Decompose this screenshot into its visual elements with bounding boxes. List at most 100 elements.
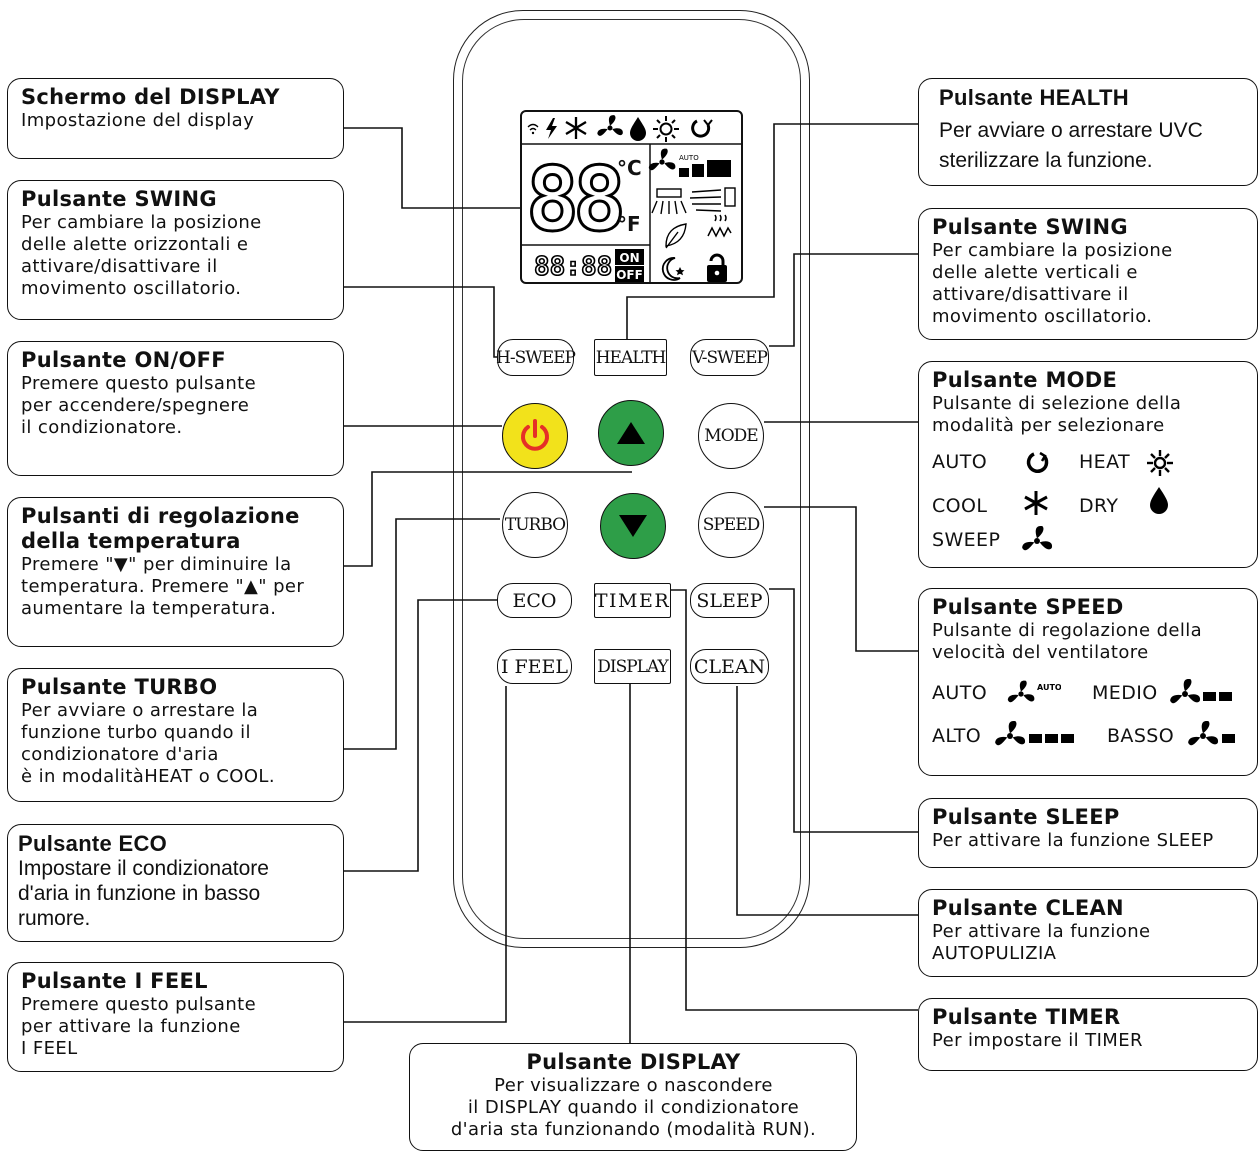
- moon-star-icon: [661, 257, 685, 281]
- callout-text: Per avviare o arrestare la funzione turb…: [21, 700, 275, 787]
- turbo-button[interactable]: TURBO: [502, 492, 568, 558]
- timer-button[interactable]: TIMER: [594, 583, 671, 618]
- temp-down-button[interactable]: [600, 493, 666, 559]
- callout-display-screen: Schermo del DISPLAY Impostazione del dis…: [7, 78, 344, 159]
- callout-text: Pulsante di selezione della modalità per…: [932, 393, 1182, 436]
- callout-swing-vertical: Pulsante SWING Per cambiare la posizione…: [918, 208, 1258, 340]
- callout-health: Pulsante HEALTH Per avviare o arrestare …: [918, 78, 1258, 186]
- speed-button[interactable]: SPEED: [698, 492, 764, 558]
- eco-button[interactable]: ECO: [497, 583, 572, 618]
- lcd-auto-tag: AUTO: [679, 154, 699, 162]
- callout-speed: Pulsante SPEED Pulsante di regolazione d…: [918, 588, 1258, 776]
- callout-text: Per attivare la funzione SLEEP: [932, 830, 1214, 851]
- callout-title: Pulsante SLEEP: [932, 805, 1120, 829]
- auto-cycle-icon: [691, 119, 713, 138]
- mode-auto-label: AUTO: [932, 451, 988, 473]
- lcd-fahrenheit: °F: [617, 212, 641, 236]
- speed-bars-icon: [679, 160, 731, 177]
- callout-display-button: Pulsante DISPLAY Per visualizzare o nasc…: [409, 1043, 857, 1151]
- speed-basso-label: BASSO: [1107, 725, 1175, 747]
- v-sweep-button[interactable]: V-SWEEP: [690, 339, 769, 376]
- fan-high-icon: [995, 720, 1074, 746]
- callout-swing-horizontal: Pulsante SWING Per cambiare la posizione…: [7, 180, 344, 320]
- callout-title: Pulsante ON/OFF: [21, 348, 226, 372]
- callout-title: Pulsante TIMER: [932, 1005, 1121, 1029]
- callout-temperature: Pulsanti di regolazione della temperatur…: [7, 497, 344, 647]
- sun-icon: [653, 116, 679, 142]
- callout-title: Pulsanti di regolazione della temperatur…: [21, 504, 300, 553]
- snowflake-icon: [565, 117, 587, 139]
- fan-icon: [1022, 525, 1053, 551]
- callout-title: Schermo del DISPLAY: [21, 85, 280, 109]
- callout-text: Pulsante di regolazione della velocità d…: [932, 620, 1203, 663]
- callout-text: Impostare il condizionatore d'aria in fu…: [18, 857, 269, 930]
- speed-auto-label: AUTO: [932, 682, 988, 704]
- mode-dry-label: DRY: [1079, 495, 1119, 517]
- callout-eco: Pulsante ECO Impostare il condizionatore…: [7, 824, 344, 942]
- remote-inner-border: [462, 19, 801, 939]
- clean-button[interactable]: CLEAN: [690, 649, 769, 684]
- lock-icon: [707, 253, 727, 282]
- callout-title: Pulsante DISPLAY: [526, 1050, 741, 1074]
- lcd-celsius: °C: [617, 156, 642, 180]
- callout-text: Per visualizzare o nascondere il DISPLAY…: [450, 1075, 817, 1140]
- i-feel-button[interactable]: I FEEL: [497, 649, 572, 684]
- heater-icon: [707, 214, 732, 238]
- callout-text: Premere "▼" per diminuire la temperatura…: [21, 554, 305, 619]
- callout-title: Pulsante SWING: [21, 187, 217, 211]
- callout-i-feel: Pulsante I FEEL Premere questo pulsante …: [7, 962, 344, 1072]
- power-icon: [521, 419, 549, 451]
- temp-up-button[interactable]: [598, 400, 664, 466]
- callout-mode: Pulsante MODE Pulsante di selezione dell…: [918, 361, 1258, 568]
- sleep-button[interactable]: SLEEP: [690, 583, 769, 618]
- lcd-temperature: 88: [525, 148, 628, 251]
- callout-title: Pulsante TURBO: [21, 675, 218, 699]
- callout-title: Pulsante CLEAN: [932, 896, 1124, 920]
- off-indicator-bg: [615, 266, 644, 282]
- mode-sweep-label: SWEEP: [932, 529, 1001, 551]
- callout-text: Per attivare la funzione AUTOPULIZIA: [932, 921, 1151, 964]
- on-indicator-bg: [615, 249, 644, 265]
- speed-auto-tag: AUTO: [1037, 683, 1061, 692]
- callout-title: Pulsante ECO: [18, 831, 168, 856]
- callout-timer: Pulsante TIMER Per impostare il TIMER: [918, 998, 1258, 1071]
- mode-heat-label: HEAT: [1079, 451, 1131, 473]
- drop-icon: [630, 117, 646, 141]
- callout-title: Pulsante SWING: [932, 215, 1128, 239]
- arrow-up-icon: [617, 422, 645, 444]
- drop-icon: [1150, 487, 1168, 514]
- fan-low-icon: [1188, 720, 1235, 746]
- callout-turbo: Pulsante TURBO Per avviare o arrestare l…: [7, 668, 344, 802]
- power-button[interactable]: [502, 403, 568, 469]
- health-button[interactable]: HEALTH: [594, 339, 667, 376]
- lcd-graphics: 88:88 ON OFF AUTO: [520, 115, 743, 284]
- display-button[interactable]: DISPLAY: [594, 649, 671, 684]
- callout-title: Pulsante I FEEL: [21, 969, 208, 993]
- callout-on-off: Pulsante ON/OFF Premere questo pulsante …: [7, 341, 344, 476]
- horizontal-swing-icon: [651, 188, 687, 215]
- callout-text: Premere questo pulsante per attivare la …: [21, 994, 257, 1059]
- snowflake-icon: [1024, 491, 1048, 515]
- lightning-icon: [546, 118, 557, 139]
- callout-text: Per avviare o arrestare UVC sterilizzare…: [939, 119, 1203, 172]
- signal-icon: [527, 123, 539, 135]
- mode-button[interactable]: MODE: [698, 403, 764, 469]
- mode-cool-label: COOL: [932, 495, 988, 517]
- speed-alto-label: ALTO: [932, 725, 982, 747]
- callout-text: Premere questo pulsante per accendere/sp…: [21, 373, 257, 438]
- on-indicator: ON: [619, 251, 639, 265]
- callout-title: Pulsante MODE: [932, 368, 1118, 392]
- vertical-swing-icon: [689, 187, 736, 212]
- fan-auto-icon: AUTO: [1007, 680, 1061, 703]
- remote-body: [453, 10, 810, 948]
- h-sweep-button[interactable]: H-SWEEP: [496, 339, 576, 376]
- lcd-time: 88:88: [534, 252, 612, 282]
- callout-text: Per cambiare la posizione delle alette v…: [932, 240, 1173, 327]
- lcd-screen: 88:88 ON OFF AUTO 88 °C °F: [520, 110, 743, 284]
- callout-text: Impostazione del display: [21, 110, 255, 131]
- fan-medium-icon: [1170, 678, 1232, 704]
- callout-sleep: Pulsante SLEEP Per attivare la funzione …: [918, 798, 1258, 868]
- callout-clean: Pulsante CLEAN Per attivare la funzione …: [918, 889, 1258, 977]
- sun-icon: [1147, 450, 1173, 476]
